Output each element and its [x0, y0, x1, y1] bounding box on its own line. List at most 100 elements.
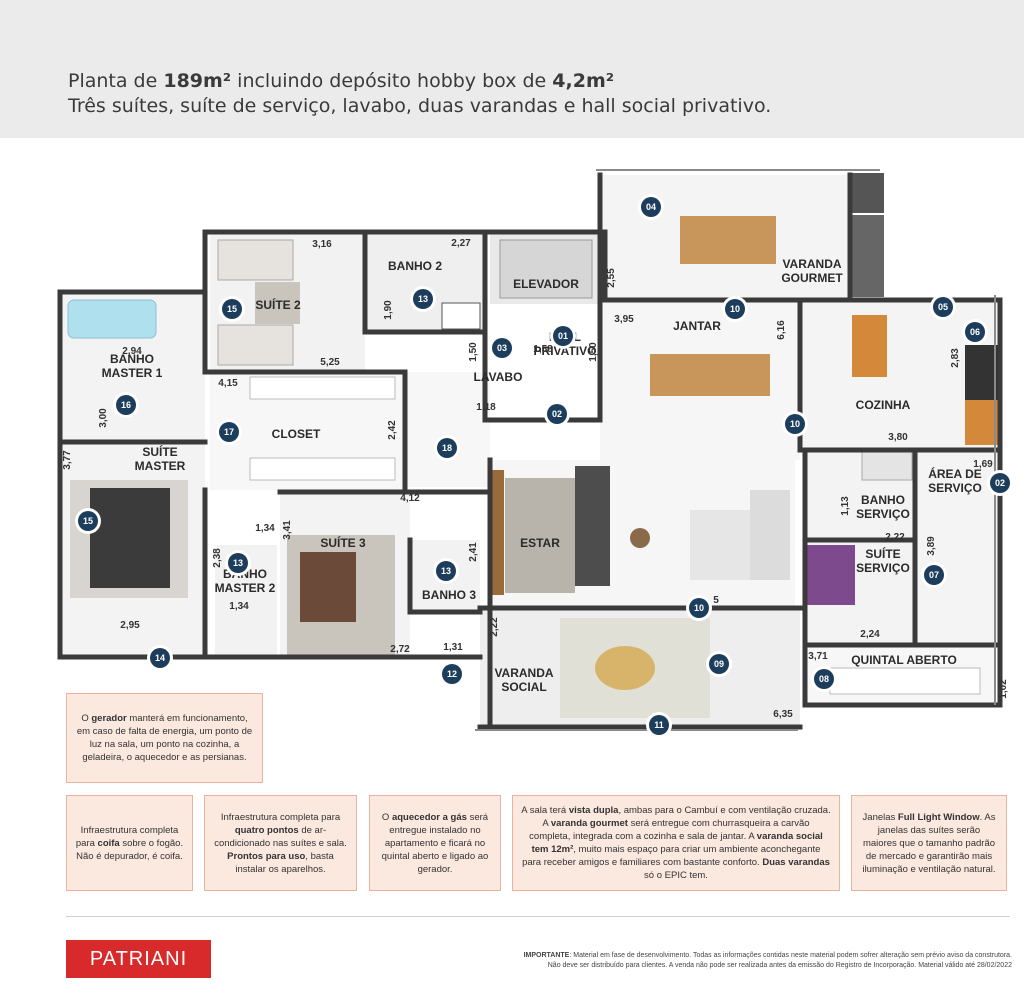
marker-dot — [222, 299, 242, 319]
room-label-cozinha: COZINHA — [856, 398, 911, 412]
note-text-part: Full Light Window — [897, 811, 980, 823]
marker-number: 11 — [654, 720, 664, 730]
dimension-label: 2,83 — [950, 348, 961, 368]
room-label-line: JANTAR — [673, 319, 721, 333]
dimension-label: 3,95 — [614, 314, 634, 325]
room-label-line: SUÍTE — [865, 546, 900, 561]
room-label-line: ÁREA DE — [928, 466, 982, 481]
headline-part: 189m² — [163, 70, 232, 92]
marker-dot — [547, 404, 567, 424]
note-text-part: , muito mais espaço para criar um ambien… — [522, 844, 821, 868]
marker-dot — [437, 438, 457, 458]
dimension-label: 3,77 — [62, 450, 73, 470]
note-text-part: Duas varandas — [762, 857, 830, 868]
room-label-line: SERVIÇO — [856, 561, 910, 575]
marker-dot — [709, 654, 729, 674]
marker-number: 16 — [121, 400, 131, 410]
marker-number: 08 — [819, 674, 829, 684]
note-text-part: vista dupla — [568, 805, 619, 816]
headline: Planta de 189m² incluindo depósito hobby… — [68, 70, 614, 92]
dimension-label: 1,34 — [255, 523, 275, 534]
room-label-line: SERVIÇO — [928, 481, 982, 495]
note-text-part: A sala terá — [521, 805, 569, 816]
note-text-part: , ambas para o Cambuí e com ventilação c… — [542, 805, 831, 829]
room-label-line: ELEVADOR — [513, 277, 579, 291]
room-label-line: QUINTAL ABERTO — [851, 653, 957, 667]
reference-marker: 15 — [75, 508, 101, 534]
room-label-line: BANHO 3 — [422, 588, 476, 602]
room-label-suite-2: SUÍTE 2 — [255, 297, 301, 312]
room-label-line: MASTER 2 — [215, 581, 276, 595]
note-text-part: varanda gourmet — [550, 818, 628, 829]
note-text-part: manterá em funcionamento, em caso de fal… — [76, 713, 253, 763]
reference-marker: 08 — [811, 666, 837, 692]
note-text: Infraestrutura completa para coifa sobre… — [75, 824, 184, 863]
dimension-label: 2,94 — [122, 346, 142, 357]
marker-number: 12 — [447, 669, 457, 679]
dimension-label: 1,90 — [383, 300, 394, 320]
room-label-jantar: JANTAR — [673, 319, 721, 333]
marker-dot — [965, 322, 985, 342]
dimension-label: 2,22 — [489, 617, 500, 637]
marker-number: 03 — [497, 343, 507, 353]
marker-number: 18 — [442, 443, 452, 453]
marker-number: 13 — [418, 294, 428, 304]
note-text: Janelas Full Light Window. As janelas da… — [860, 811, 998, 876]
note-text-part: coifa — [97, 837, 120, 849]
marker-dot — [228, 553, 248, 573]
note-text-part: de ar-condicionado nas suítes e sala. — [214, 824, 347, 849]
room-label-suite-3: SUÍTE 3 — [320, 535, 366, 550]
dimension-label: 3,16 — [312, 239, 332, 250]
dimension-label: 3,80 — [888, 432, 908, 443]
note-text-part: , basta instalar os aparelhos. — [235, 850, 334, 875]
reference-marker: 13 — [225, 550, 251, 576]
note-text-part: aquecedor a gás — [391, 811, 467, 823]
reference-marker: 04 — [638, 194, 664, 220]
note-text-part: quatro pontos — [234, 824, 299, 836]
dimension-label: 1,69 — [973, 459, 993, 470]
room-label-line: BANHO — [861, 493, 905, 507]
reference-marker: 18 — [434, 435, 460, 461]
reference-marker: 17 — [216, 419, 242, 445]
reference-marker: 10 — [722, 296, 748, 322]
headline-part: Planta de — [68, 70, 164, 92]
reference-marker: 10 — [686, 595, 712, 621]
marker-dot — [725, 299, 745, 319]
room-label-line: BANHO — [110, 352, 154, 366]
room-label-line: SOCIAL — [501, 680, 546, 694]
marker-number: 02 — [995, 478, 1005, 488]
room-label-line: SERVIÇO — [856, 507, 910, 521]
room-label-line: SUÍTE 3 — [320, 535, 366, 550]
note-text: O aquecedor a gás será entregue instalad… — [378, 811, 492, 876]
dimension-label: 2,42 — [387, 420, 398, 440]
dimension-label: 2,22 — [885, 532, 905, 543]
marker-dot — [990, 473, 1010, 493]
reference-marker: 11 — [646, 712, 672, 738]
reference-marker: 06 — [962, 319, 988, 345]
note-ar-condicionado: Infraestrutura completa para quatro pont… — [204, 795, 357, 891]
room-label-line: VARANDA — [782, 257, 841, 271]
reference-marker: 03 — [489, 335, 515, 361]
room-label-line: ESTAR — [520, 536, 560, 550]
subheadline: Três suítes, suíte de serviço, lavabo, d… — [68, 95, 772, 117]
room-label-elevador: ELEVADOR — [513, 277, 579, 291]
dimension-label: 4,15 — [218, 378, 238, 389]
dimension-label: 3,00 — [98, 408, 109, 428]
reference-marker: 16 — [113, 392, 139, 418]
marker-number: 05 — [938, 302, 948, 312]
note-text-part: Prontos para uso — [227, 850, 306, 862]
dimension-label: 2,72 — [390, 644, 410, 655]
marker-dot — [689, 598, 709, 618]
marker-dot — [641, 197, 661, 217]
reference-marker: 07 — [921, 562, 947, 588]
dimension-label: 4,12 — [400, 493, 420, 504]
dimension-label: 6,16 — [776, 320, 787, 340]
room-label-line: COZINHA — [856, 398, 911, 412]
dimension-label: 1,13 — [840, 496, 851, 516]
room-label-line: LAVABO — [474, 370, 523, 384]
marker-number: 13 — [233, 558, 243, 568]
